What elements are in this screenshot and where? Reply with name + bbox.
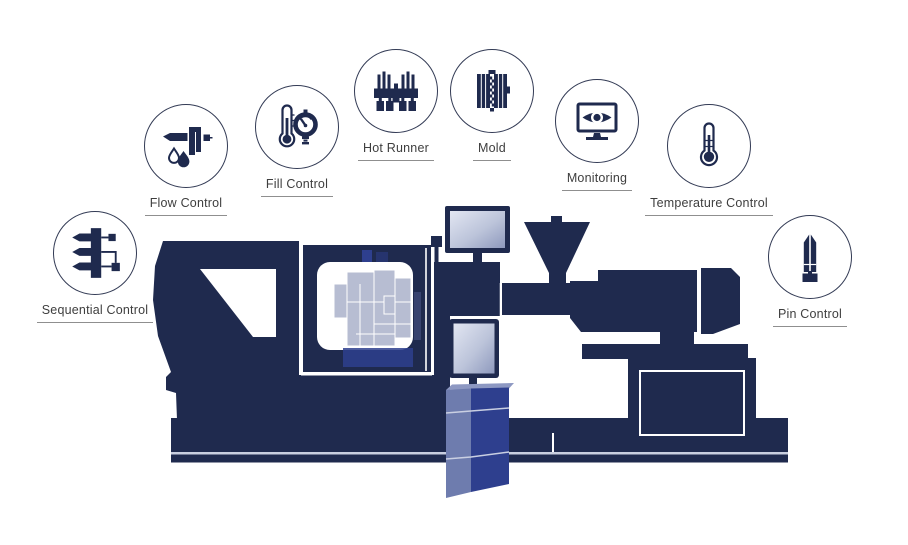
badge-label: Pin Control: [772, 307, 848, 327]
badge-mold: Mold: [407, 49, 577, 161]
display-monitor-front: [449, 319, 499, 388]
badge-label: Mold: [473, 141, 511, 161]
badge-circle: [53, 211, 137, 295]
badge-temperature-control: Temperature Control: [624, 104, 794, 216]
hopper: [524, 216, 590, 291]
sequential-control-icon: [72, 228, 120, 278]
operator-station: [445, 319, 514, 498]
display-monitor-top: [445, 206, 510, 263]
badge-pin-control: Pin Control: [725, 215, 895, 327]
badge-flow-control: Flow Control: [101, 104, 271, 216]
pin-control-icon: [802, 234, 818, 282]
badge-circle: [667, 104, 751, 188]
safety-gate: [301, 245, 432, 376]
badge-label: Sequential Control: [36, 303, 154, 323]
badge-circle: [555, 79, 639, 163]
clamping-unit: [153, 241, 448, 447]
badge-circle: [354, 49, 438, 133]
badge-label: Monitoring: [561, 171, 633, 191]
badge-sequential-control: Sequential Control: [10, 211, 180, 323]
badge-monitoring: Monitoring: [512, 79, 682, 191]
mold-icon: [477, 70, 510, 112]
motor-housing: [701, 268, 740, 334]
badge-circle: [144, 104, 228, 188]
injection-unit: [502, 268, 756, 448]
hot-runner-icon: [374, 71, 418, 111]
badge-label: Temperature Control: [645, 196, 773, 216]
badge-label: Flow Control: [144, 196, 228, 216]
badge-hot-runner: Hot Runner: [311, 49, 481, 161]
signal-knob: [431, 236, 442, 247]
temperature-control-icon: [699, 122, 719, 167]
barrel: [598, 270, 697, 332]
mold: [333, 269, 412, 347]
badge-circle: [768, 215, 852, 299]
control-pedestal: [445, 383, 514, 498]
fill-control-icon: [278, 104, 318, 148]
badge-circle: [450, 49, 534, 133]
badge-fill-control: Fill Control: [212, 85, 382, 197]
badge-label: Hot Runner: [358, 141, 434, 161]
injection-base-cabinet: [628, 358, 756, 448]
badge-label: Fill Control: [260, 177, 334, 197]
monitoring-icon: [576, 102, 618, 140]
flow-control-icon: [163, 127, 213, 168]
badge-circle: [255, 85, 339, 169]
